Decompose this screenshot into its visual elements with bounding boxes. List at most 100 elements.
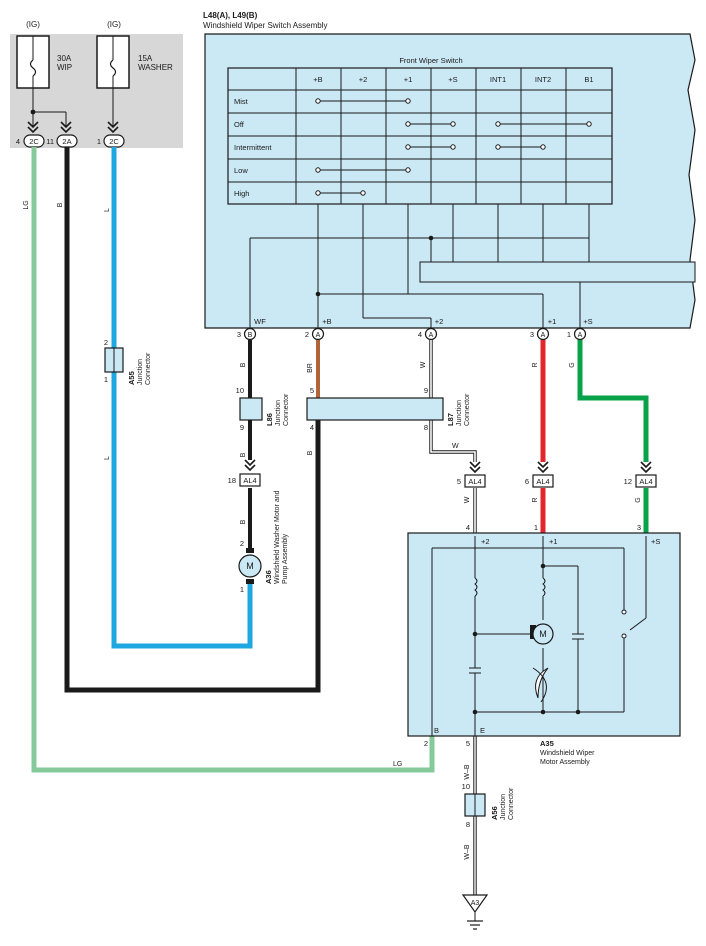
l86-connector: 10 9 L86 Junction Connector [236, 386, 290, 432]
svg-text:9: 9 [240, 423, 244, 432]
svg-text:2A: 2A [62, 137, 71, 146]
wire-label-w3: W [464, 496, 471, 503]
ig-label-right: (IG) [107, 20, 121, 29]
svg-text:Connector: Connector [283, 393, 290, 426]
row-header: Low [234, 166, 248, 175]
svg-text:1: 1 [534, 523, 538, 532]
wire-label-br: BR [307, 363, 314, 373]
svg-text:Pump Assembly: Pump Assembly [282, 533, 289, 584]
continuity-marks [315, 98, 592, 196]
switch-name: Windshield Wiper Switch Assembly [203, 21, 327, 30]
svg-text:1: 1 [97, 137, 101, 146]
wire-label-lg2: LG [393, 761, 402, 768]
wire-label-r: R [532, 362, 539, 367]
wire-label-w2: W [452, 443, 459, 450]
svg-text:A36: A36 [264, 570, 273, 584]
term-s: A 1 [567, 327, 587, 341]
svg-text:2: 2 [104, 338, 108, 347]
svg-text:AL4: AL4 [468, 477, 481, 486]
svg-text:5: 5 [466, 739, 470, 748]
fuse-wip-amp: 30A [57, 54, 72, 63]
ground-a3: A3 [461, 894, 489, 930]
col-header: +B [313, 75, 322, 84]
fuse-box: (IG) (IG) 30A WIP 15A WASHER [10, 20, 183, 148]
ig-label-left: (IG) [26, 20, 40, 29]
svg-text:1: 1 [104, 375, 108, 384]
switch-table-title: Front Wiper Switch [399, 56, 462, 65]
svg-text:Junction: Junction [456, 400, 463, 426]
wire-label-g: G [569, 362, 576, 367]
fuse-washer [96, 35, 130, 126]
svg-text:4: 4 [310, 423, 314, 432]
svg-text:L86: L86 [265, 413, 274, 426]
svg-text:3: 3 [237, 330, 241, 339]
svg-text:4: 4 [418, 330, 422, 339]
wire-label-b5: B [240, 519, 247, 524]
svg-text:Junction: Junction [275, 400, 282, 426]
svg-text:A35: A35 [540, 739, 554, 748]
svg-text:B: B [248, 332, 253, 339]
row-header: Intermittent [234, 143, 272, 152]
svg-text:Connector: Connector [464, 393, 471, 426]
wire-label-lg: LG [23, 200, 30, 209]
motor-icon: M [246, 561, 254, 571]
row-header: Mist [234, 97, 249, 106]
svg-text:B: B [434, 726, 439, 735]
svg-text:Connector: Connector [145, 352, 152, 385]
term-label-2: +2 [435, 317, 444, 326]
wire-label-r2: R [532, 497, 539, 502]
svg-text:3: 3 [637, 523, 641, 532]
svg-text:Junction: Junction [137, 359, 144, 385]
wire-label-wb2: W–B [464, 844, 471, 860]
svg-text:3: 3 [530, 330, 534, 339]
svg-text:E: E [480, 726, 485, 735]
wire-label-g2: G [635, 497, 642, 502]
term-label-b: +B [322, 317, 331, 326]
wire-label-wb1: W–B [464, 764, 471, 780]
fuse-washer-name: WASHER [138, 63, 173, 72]
svg-text:A: A [578, 332, 583, 339]
term-label-1: +1 [548, 317, 557, 326]
wire-label-l: L [104, 208, 111, 212]
fuse-wip-name: WIP [57, 63, 72, 72]
term-b: A 2 [305, 327, 325, 341]
col-header: +1 [404, 75, 413, 84]
wire-label-b4: B [307, 450, 314, 455]
svg-text:12: 12 [624, 477, 632, 486]
term-2: A 4 [418, 327, 438, 341]
svg-text:5: 5 [457, 477, 461, 486]
svg-text:1: 1 [240, 585, 244, 594]
svg-text:Windshield Washer Motor and: Windshield Washer Motor and [274, 490, 281, 584]
row-header: Off [234, 120, 245, 129]
svg-text:A: A [429, 332, 434, 339]
a55-connector: 2 1 A55 Junction Connector [104, 338, 152, 385]
motor-icon: M [539, 629, 547, 639]
al4-connector-3: AL4 6 [525, 461, 554, 488]
svg-text:10: 10 [462, 782, 470, 791]
term-label-s: +S [583, 317, 592, 326]
svg-text:6: 6 [525, 477, 529, 486]
svg-text:+1: +1 [549, 537, 558, 546]
svg-text:8: 8 [466, 820, 470, 829]
wire-g [577, 340, 649, 462]
svg-text:2C: 2C [109, 137, 119, 146]
svg-text:4: 4 [16, 137, 20, 146]
col-header: +S [448, 75, 457, 84]
wire-label-b: B [57, 202, 64, 207]
fuse-wip [16, 35, 50, 115]
term-label-wf: WF [254, 317, 266, 326]
a35-wiper-motor: 4 1 3 +2 +1 +S B E 2 5 [407, 523, 681, 766]
svg-text:2: 2 [305, 330, 309, 339]
svg-text:AL4: AL4 [536, 477, 549, 486]
a56-connector: 10 8 A56 Junction Connector [462, 782, 515, 829]
svg-text:A55: A55 [127, 371, 136, 385]
svg-text:+S: +S [651, 537, 660, 546]
term-wf: B 3 [237, 327, 257, 341]
al4-connector-4: AL4 12 [624, 461, 657, 488]
svg-text:11: 11 [46, 137, 54, 146]
svg-text:Windshield Wiper: Windshield Wiper [540, 750, 595, 757]
col-header: INT2 [535, 75, 551, 84]
svg-text:A56: A56 [490, 806, 499, 820]
svg-text:9: 9 [424, 386, 428, 395]
col-header: +2 [359, 75, 368, 84]
